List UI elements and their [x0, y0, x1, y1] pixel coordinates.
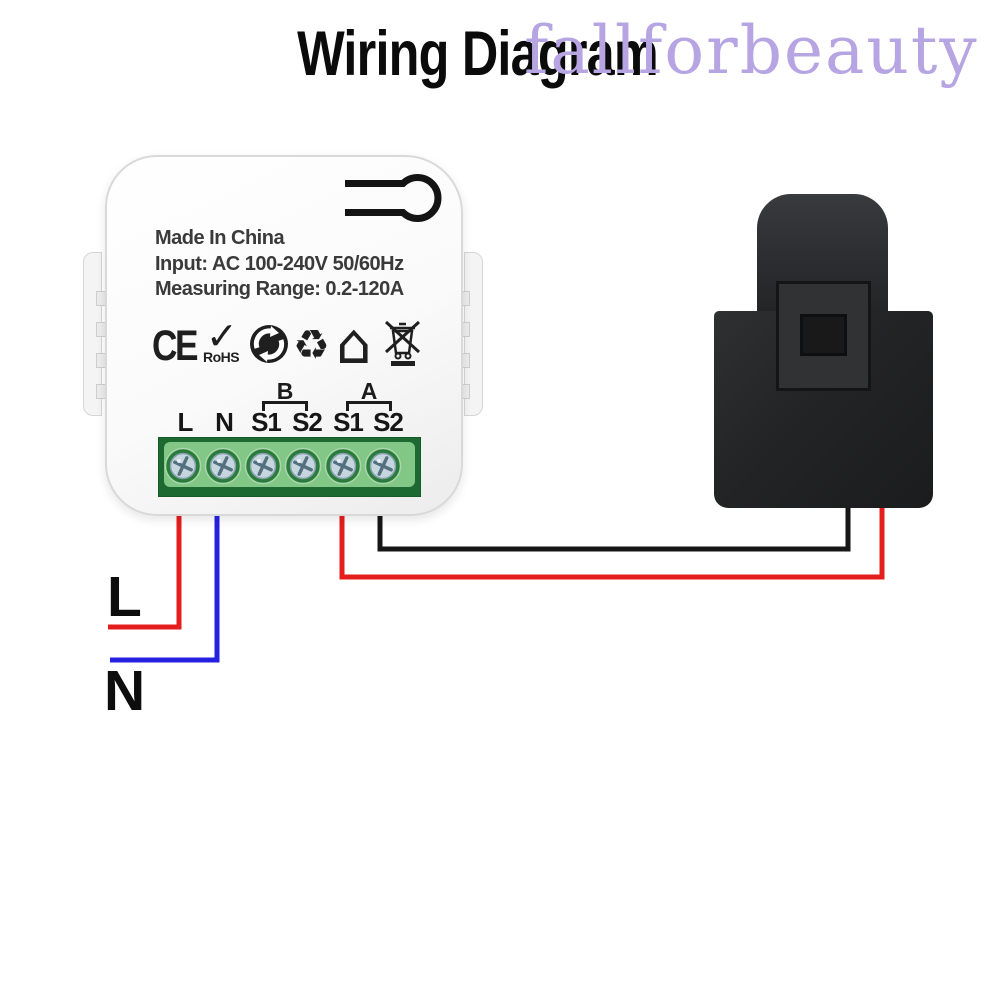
house-icon: ⌂ [336, 312, 372, 377]
terminal-label-l: L [177, 407, 194, 437]
terminal-label-n: N [215, 407, 234, 437]
terminal-label-s1-a: S1 [333, 407, 364, 437]
ct-red-wire [339, 502, 885, 580]
terminal-group-label-a: A [360, 378, 378, 404]
ct-clamp-latch-window [800, 314, 847, 356]
terminal-label-s2-b: S2 [292, 407, 323, 437]
terminal-screw [204, 447, 242, 485]
recycle-icon: ♻ [293, 321, 330, 369]
page-title-row: Wiring Diagram [0, 18, 954, 90]
live-wire [108, 506, 182, 630]
terminal-block [158, 437, 421, 497]
terminal-screw [164, 447, 202, 485]
page-title: Wiring Diagram [296, 19, 659, 89]
terminal-group-bracket-a [346, 401, 392, 411]
device-info-line-3: Measuring Range: 0.2-120A [155, 278, 404, 300]
live-label: L [107, 565, 142, 629]
terminal-group-label-b: B [276, 378, 294, 404]
terminal-screw [364, 447, 402, 485]
rohs-check-icon: ✓ [206, 314, 238, 358]
terminal-screw [324, 447, 362, 485]
green-dot-icon [250, 325, 288, 363]
device-info-line-1: Made In China [155, 227, 285, 249]
device-info-line-2: Input: AC 100-240V 50/60Hz [155, 252, 404, 275]
weee-bin-icon [384, 320, 421, 366]
neutral-wire [110, 506, 220, 663]
neutral-label: N [104, 659, 146, 723]
terminal-label-s2-a: S2 [373, 407, 404, 437]
ct-black-wire [377, 502, 851, 552]
terminal-screw [284, 447, 322, 485]
terminal-group-bracket-b [262, 401, 308, 411]
terminal-label-s1-b: S1 [251, 407, 282, 437]
device-info-text: Made In China Input: AC 100-240V 50/60Hz… [155, 226, 404, 303]
terminal-screw [244, 447, 282, 485]
mounting-keyhole-icon [345, 174, 442, 222]
ce-mark-icon: CE [152, 322, 199, 370]
rohs-label: RoHS [203, 349, 240, 365]
